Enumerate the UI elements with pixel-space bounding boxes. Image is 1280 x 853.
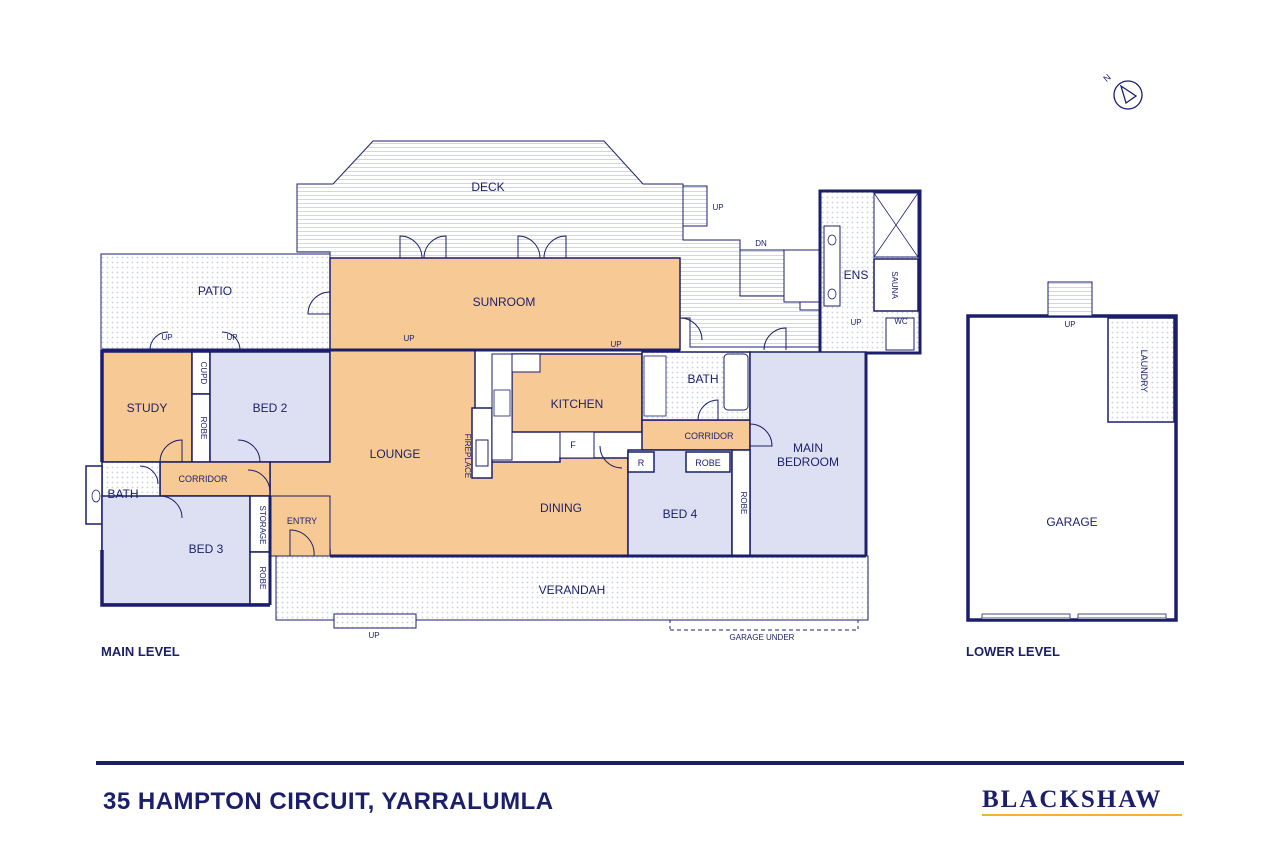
- main-bedroom: [749, 351, 867, 557]
- footer-rule: [96, 761, 1184, 765]
- sauna: [873, 258, 919, 312]
- label-wc: WC: [894, 317, 908, 326]
- sunroom: [329, 257, 681, 351]
- robe-bed4-top: [685, 451, 731, 473]
- label-robe-bed3: ROBE: [258, 567, 267, 590]
- marker-up-lounge: UP: [403, 334, 414, 343]
- label-main-bedroom-1: MAIN: [793, 441, 823, 455]
- label-entry: ENTRY: [287, 516, 317, 526]
- label-sauna: SAUNA: [890, 271, 899, 299]
- property-address: 35 HAMPTON CIRCUIT, YARRALUMLA: [103, 788, 554, 815]
- marker-dn: DN: [755, 239, 767, 248]
- label-bed-4: BED 4: [663, 507, 698, 521]
- label-fireplace: FIREPLACE: [463, 434, 472, 478]
- r-cupboard: [627, 451, 655, 473]
- label-storage: STORAGE: [258, 506, 267, 545]
- label-robe-main: ROBE: [739, 492, 748, 515]
- study: [101, 351, 193, 463]
- garage-stairs: [1047, 281, 1093, 317]
- marker-up-garage: UP: [1064, 320, 1075, 329]
- north-compass-icon: [1113, 80, 1143, 110]
- label-bed-2: BED 2: [253, 401, 288, 415]
- marker-up-deck: UP: [712, 203, 723, 212]
- brand-logo: BLACKSHAW: [982, 786, 1163, 813]
- label-cupd: CUPD: [199, 362, 208, 385]
- label-deck: DECK: [471, 180, 504, 194]
- down-stairs: [739, 249, 785, 297]
- label-kitchen: KITCHEN: [551, 397, 604, 411]
- label-patio: PATIO: [198, 284, 232, 298]
- main-level-label: MAIN LEVEL: [101, 644, 180, 659]
- verandah: [275, 555, 869, 621]
- label-verandah: VERANDAH: [539, 583, 606, 597]
- label-sunroom: SUNROOM: [473, 295, 536, 309]
- north-label: N: [1101, 72, 1112, 84]
- label-garage: GARAGE: [1046, 515, 1097, 529]
- deck-stairs: [682, 185, 708, 227]
- lower-level-label: LOWER LEVEL: [966, 644, 1060, 659]
- label-corridor-left: CORRIDOR: [179, 474, 228, 484]
- label-dining: DINING: [540, 501, 582, 515]
- label-lounge: LOUNGE: [370, 447, 421, 461]
- label-study: STUDY: [127, 401, 168, 415]
- patio-area: [100, 253, 331, 351]
- label-fridge: F: [570, 440, 576, 450]
- corridor-left: [159, 461, 271, 497]
- label-bath-left: BATH: [107, 487, 138, 501]
- entry: [269, 495, 331, 557]
- label-robe-bed4: ROBE: [695, 458, 721, 468]
- laundry: [1107, 317, 1175, 423]
- marker-garage-under: GARAGE UNDER: [730, 633, 795, 642]
- marker-up-kitchen: UP: [610, 340, 621, 349]
- marker-up-patio-1: UP: [161, 333, 172, 342]
- marker-up-ens: UP: [850, 318, 861, 327]
- marker-up-patio-2: UP: [226, 333, 237, 342]
- label-ens: ENS: [844, 268, 869, 282]
- label-bath-main: BATH: [687, 372, 718, 386]
- label-main-bedroom-2: BEDROOM: [777, 455, 839, 469]
- label-r: R: [638, 458, 645, 468]
- label-bed-3: BED 3: [189, 542, 224, 556]
- bed-3: [101, 495, 251, 605]
- label-robe-study: ROBE: [199, 417, 208, 440]
- label-corridor-right: CORRIDOR: [685, 431, 734, 441]
- label-laundry: LAUNDRY: [1139, 350, 1149, 393]
- marker-up-verandah: UP: [368, 631, 379, 640]
- brand-underline: [982, 814, 1182, 816]
- bed-2: [209, 351, 331, 463]
